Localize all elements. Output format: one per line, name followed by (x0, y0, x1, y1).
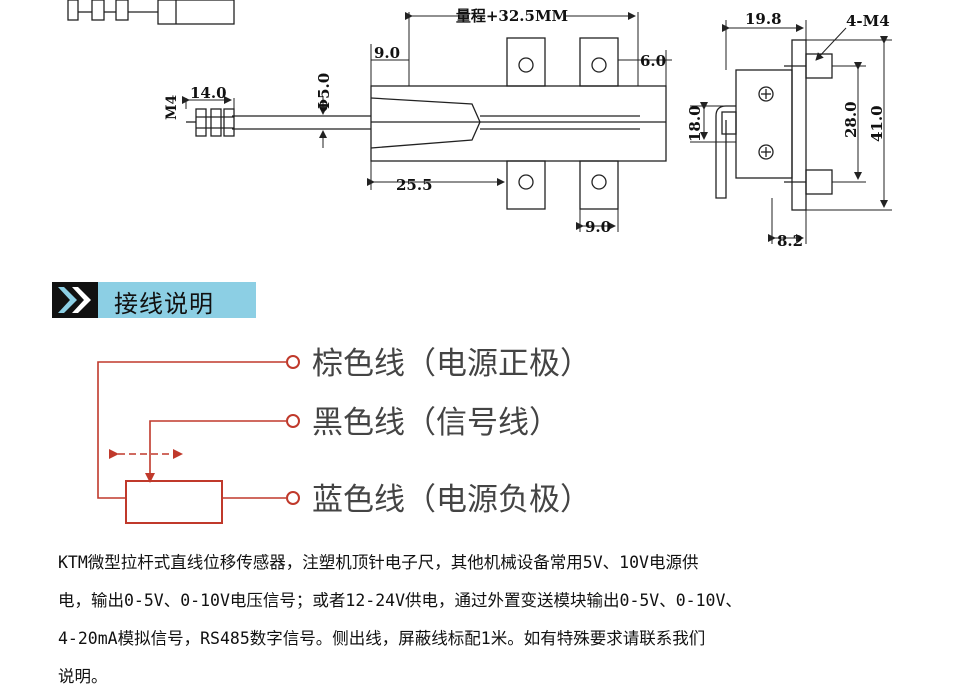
end-view-dimensions (690, 20, 892, 244)
wire-label-black: 黑色线（信号线） (312, 405, 560, 441)
dim-8-2: 8.2 (777, 232, 803, 250)
description-line: KTM微型拉杆式直线位移传感器，注塑机顶针电子尺，其他机械设备常用5V、10V电… (58, 553, 699, 572)
dim-19-8: 19.8 (745, 10, 782, 28)
dim-14-0: 14.0 (190, 84, 227, 102)
wiring-schematic (97, 355, 300, 524)
product-description: KTM微型拉杆式直线位移传感器，注塑机顶针电子尺，其他机械设备常用5V、10V电… (58, 544, 938, 696)
section-header-background (98, 282, 256, 318)
wire-label-brown: 棕色线（电源正极） (312, 346, 591, 382)
wire-label-blue: 蓝色线（电源负极） (312, 482, 591, 518)
description-line: 电，输出0-5V、0-10V电压信号；或者12-24V供电，通过外置变送模块输出… (58, 591, 742, 610)
dim-9-0-top: 9.0 (374, 44, 400, 62)
dim-phi-5: Φ5.0 (315, 73, 333, 112)
dim-4-m4: 4-M4 (846, 12, 890, 30)
side-view-dimensions (182, 12, 672, 232)
dim-18-0: 18.0 (686, 105, 704, 142)
dim-6-0: 6.0 (640, 52, 666, 70)
dim-25-5: 25.5 (396, 176, 433, 194)
section-title: 接线说明 (114, 290, 214, 318)
dim-m4: M4 (164, 95, 180, 120)
dim-28-0: 28.0 (842, 101, 860, 138)
dim-range: 量程+32.5MM (456, 7, 568, 25)
side-view (186, 37, 667, 210)
dim-9-0-bottom: 9.0 (585, 218, 611, 236)
end-view (715, 39, 833, 211)
dim-41-0: 41.0 (868, 105, 886, 142)
description-line: 4-20mA模拟信号，RS485数字信号。侧出线，屏蔽线标配1米。如有特殊要求请… (58, 629, 706, 648)
description-line: 说明。 (58, 667, 108, 686)
section-header: 接线说明 (52, 282, 256, 318)
cropped-fragment (67, 0, 235, 25)
chevron-double-icon (52, 282, 98, 318)
